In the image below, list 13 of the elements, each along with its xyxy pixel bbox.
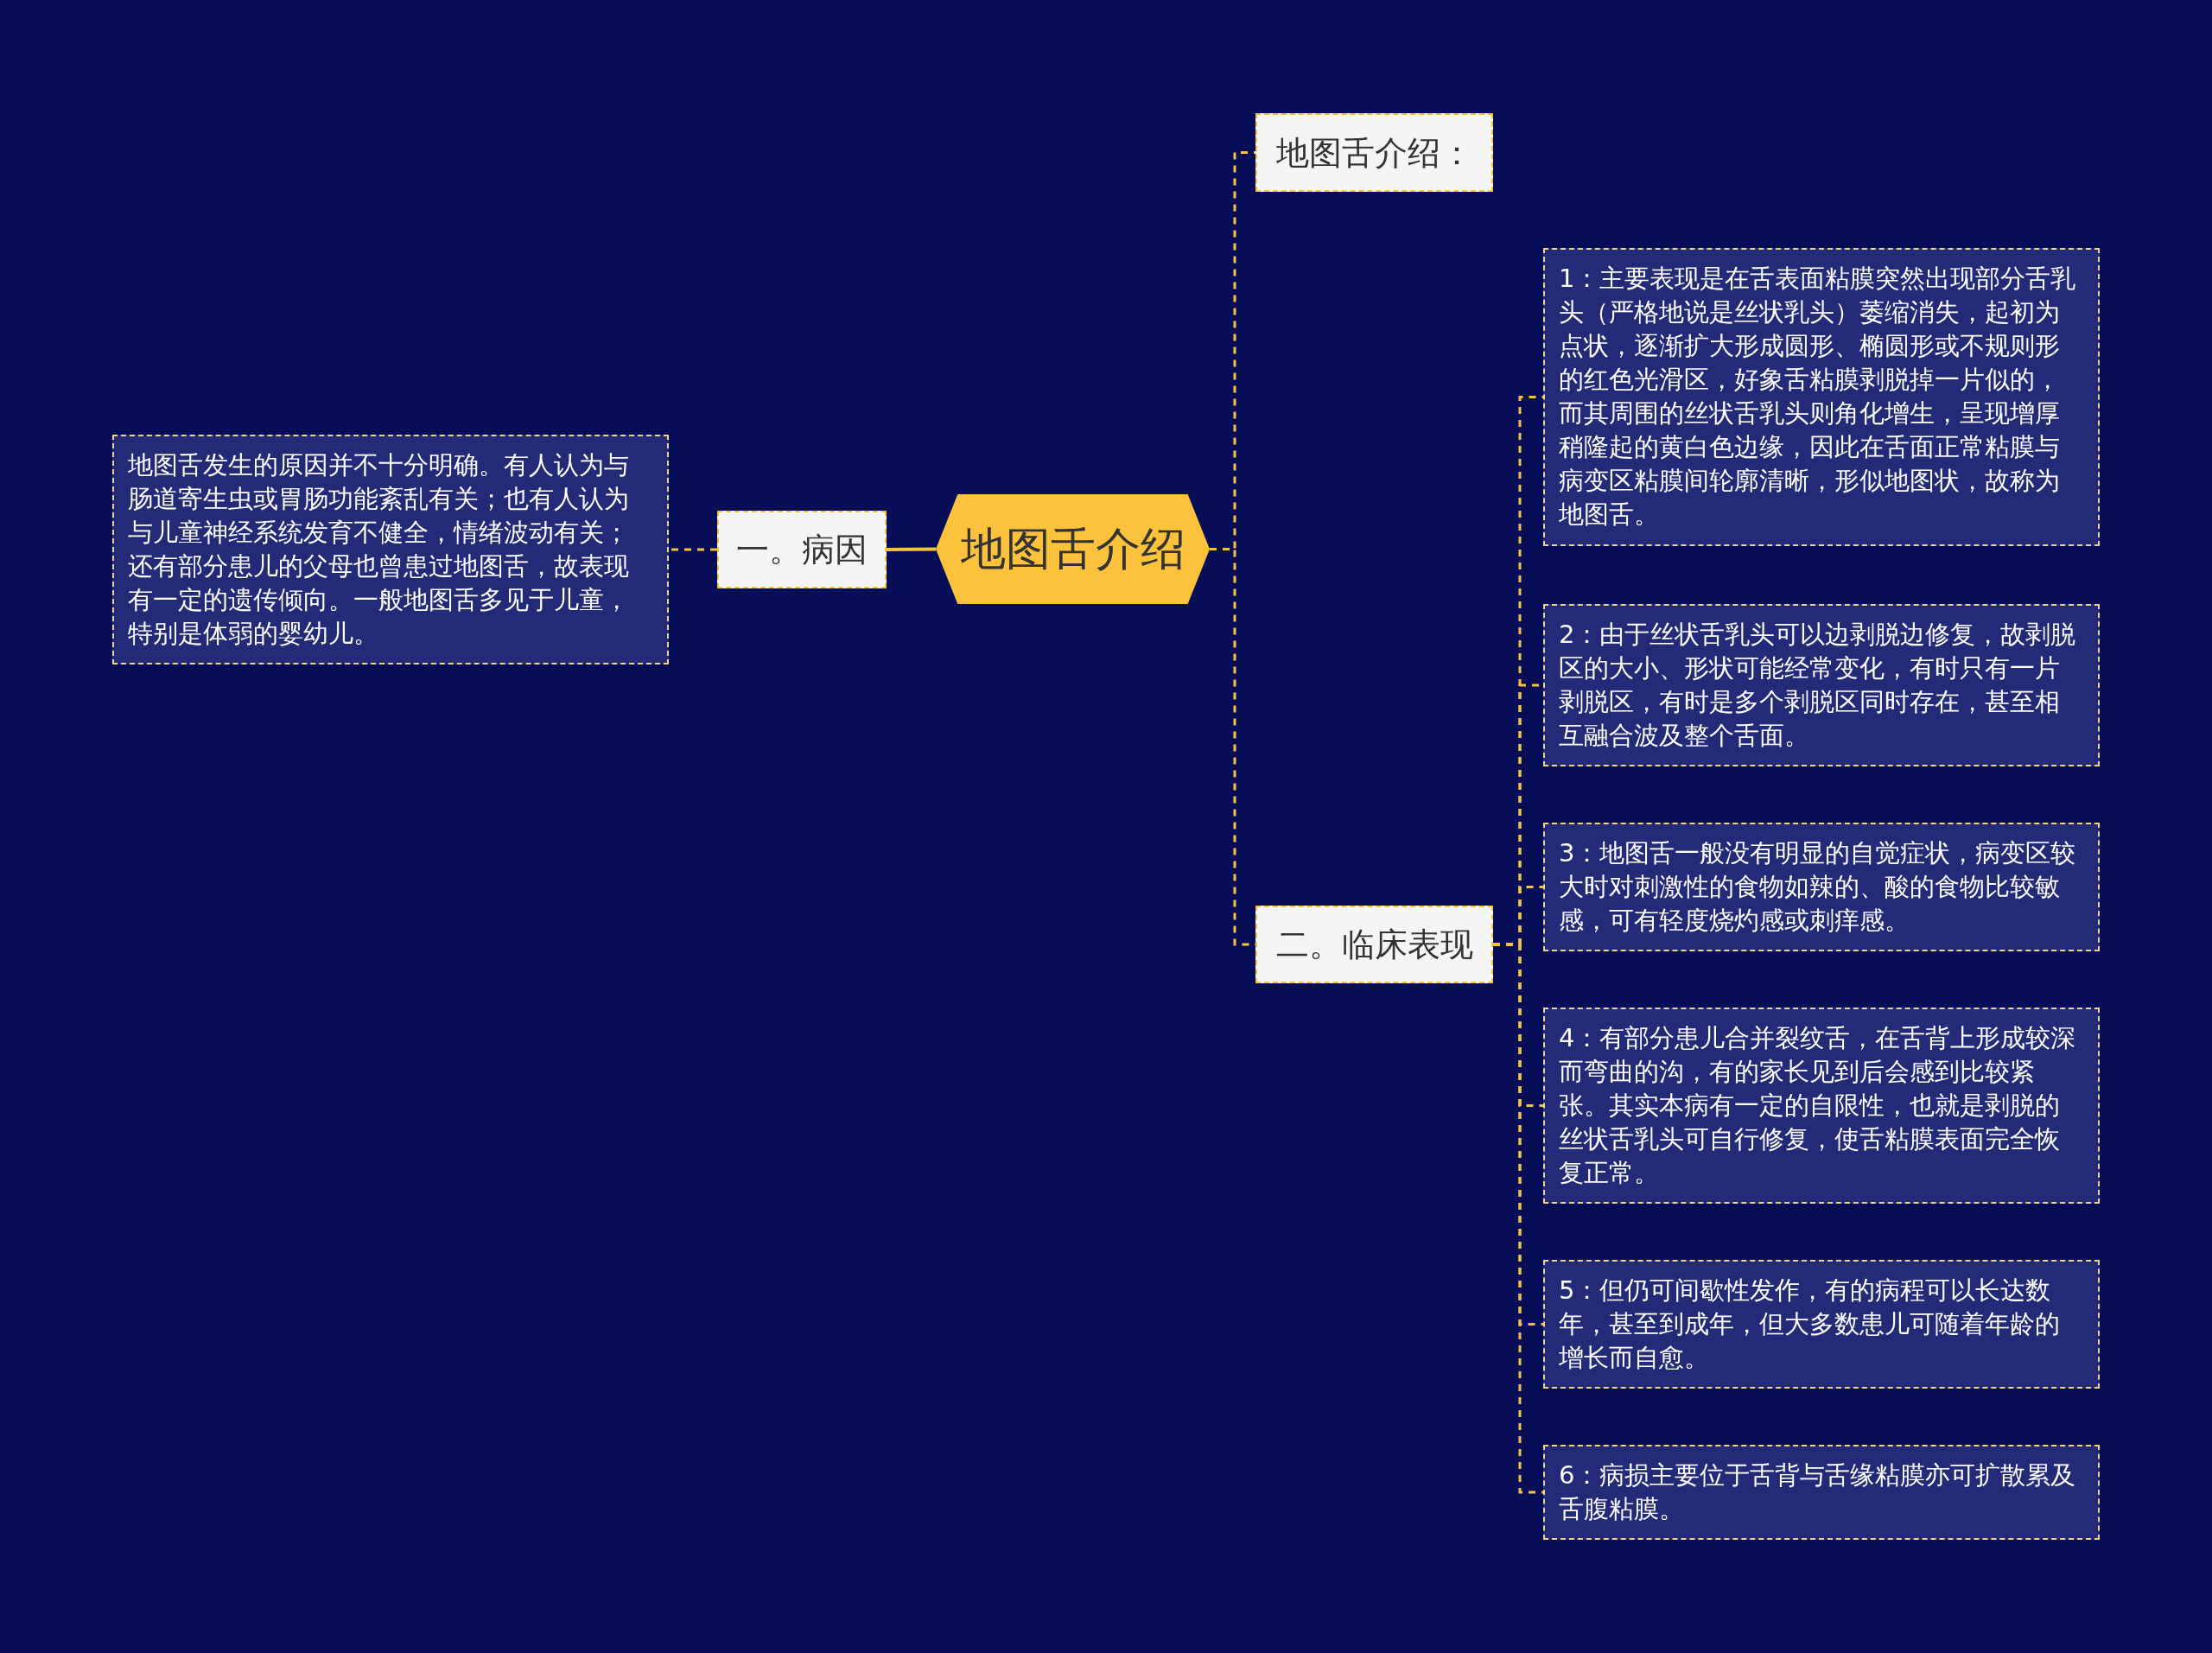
- text-box: 5：但仍可间歇性发作，有的病程可以长达数年，甚至到成年，但大多数患儿可随着年龄的增长而自愈。: [1543, 1260, 2100, 1389]
- text-box: 地图舌发生的原因并不十分明确。有人认为与肠道寄生虫或胃肠功能紊乱有关；也有人认为与儿童神经系统发育不健全，情绪波动有关；还有部分患儿的父母也曾患过地图舌，故表现有一定的遗传倾向。一般地图舌多见于儿童，特别是体弱的婴幼儿。: [112, 435, 669, 664]
- central-topic-text: 地图舌介绍: [960, 521, 1185, 576]
- topic-box: 一。病因: [717, 511, 887, 588]
- connector-line: [887, 547, 937, 551]
- text-box: 6：病损主要位于舌背与舌缘粘膜亦可扩散累及舌腹粘膜。: [1543, 1445, 2100, 1540]
- text-box: 2：由于丝状舌乳头可以边剥脱边修复，故剥脱区的大小、形状可能经常变化，有时只有一片剥脱区，有时是多个剥脱区同时存在，甚至相互融合波及整个舌面。: [1543, 604, 2100, 766]
- text-box: 3：地图舌一般没有明显的自觉症状，病变区较大时对刺激性的食物如辣的、酸的食物比较敏感，可有轻度烧灼感或刺痒感。: [1543, 823, 2100, 951]
- topic-box: 二。临床表现: [1255, 906, 1493, 983]
- text-box: 1：主要表现是在舌表面粘膜突然出现部分舌乳头（严格地说是丝状乳头）萎缩消失，起初为点状，逐渐扩大形成圆形、椭圆形或不规则形的红色光滑区，好象舌粘膜剥脱掉一片似的，而其周围的丝状舌乳头则角化增生，呈现增厚稍隆起的黄白色边缘，因此在舌面正常粘膜与病变区粘膜间轮廓清晰，形似地图状，故称为地图舌。: [1543, 248, 2100, 546]
- text-box: 4：有部分患儿合并裂纹舌，在舌背上形成较深而弯曲的沟，有的家长见到后会感到比较紧张。其实本病有一定的自限性，也就是剥脱的丝状舌乳头可自行修复，使舌粘膜表面完全恢复正常。: [1543, 1008, 2100, 1204]
- connector-line: [669, 548, 717, 551]
- topic-box: 地图舌介绍：: [1255, 113, 1493, 192]
